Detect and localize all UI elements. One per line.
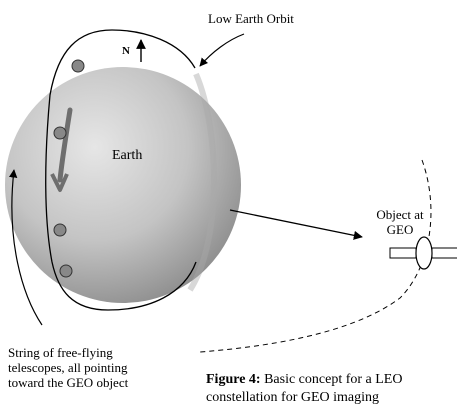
telescopes-label-line-3: toward the GEO object — [8, 375, 129, 390]
telescopes-leader-arrow — [8, 169, 43, 326]
telescopes-label-line-2: telescopes, all pointing — [8, 360, 128, 375]
orbit-leader-arrow — [199, 33, 245, 67]
object-label: Object at GEO — [360, 207, 440, 237]
rotation-arrowhead — [50, 173, 69, 192]
telescope — [59, 264, 73, 278]
geo-orbit-dashed — [199, 159, 432, 353]
telescope — [71, 59, 85, 73]
figure-caption: Figure 4: Basic concept for a LEO conste… — [206, 371, 446, 407]
object-label-line-2: GEO — [386, 222, 414, 237]
object-label-line-1: Object at — [376, 207, 424, 222]
telescopes-label: String of free-flying telescopes, all po… — [8, 345, 128, 390]
telescope — [53, 126, 67, 140]
telescopes-label-line-1: String of free-flying — [8, 345, 113, 360]
caption-prefix: Figure 4: — [206, 372, 261, 387]
caption-text-2: constellation for GEO imaging — [206, 390, 380, 405]
line-of-sight-arrow — [229, 209, 363, 240]
orbit-path — [45, 29, 197, 311]
orbit-label: Low Earth Orbit — [208, 11, 294, 26]
earth-terminator — [187, 72, 217, 292]
caption-text-1: Basic concept for a LEO — [260, 372, 403, 387]
north-label: N — [122, 45, 130, 57]
earth-sphere — [5, 67, 241, 303]
telescope — [53, 223, 67, 237]
geo-satellite — [389, 236, 457, 270]
rotation-arrow — [57, 107, 73, 183]
caption-line-1: Figure 4: Basic concept for a LEO — [206, 371, 446, 389]
earth-label: Earth — [112, 148, 143, 163]
